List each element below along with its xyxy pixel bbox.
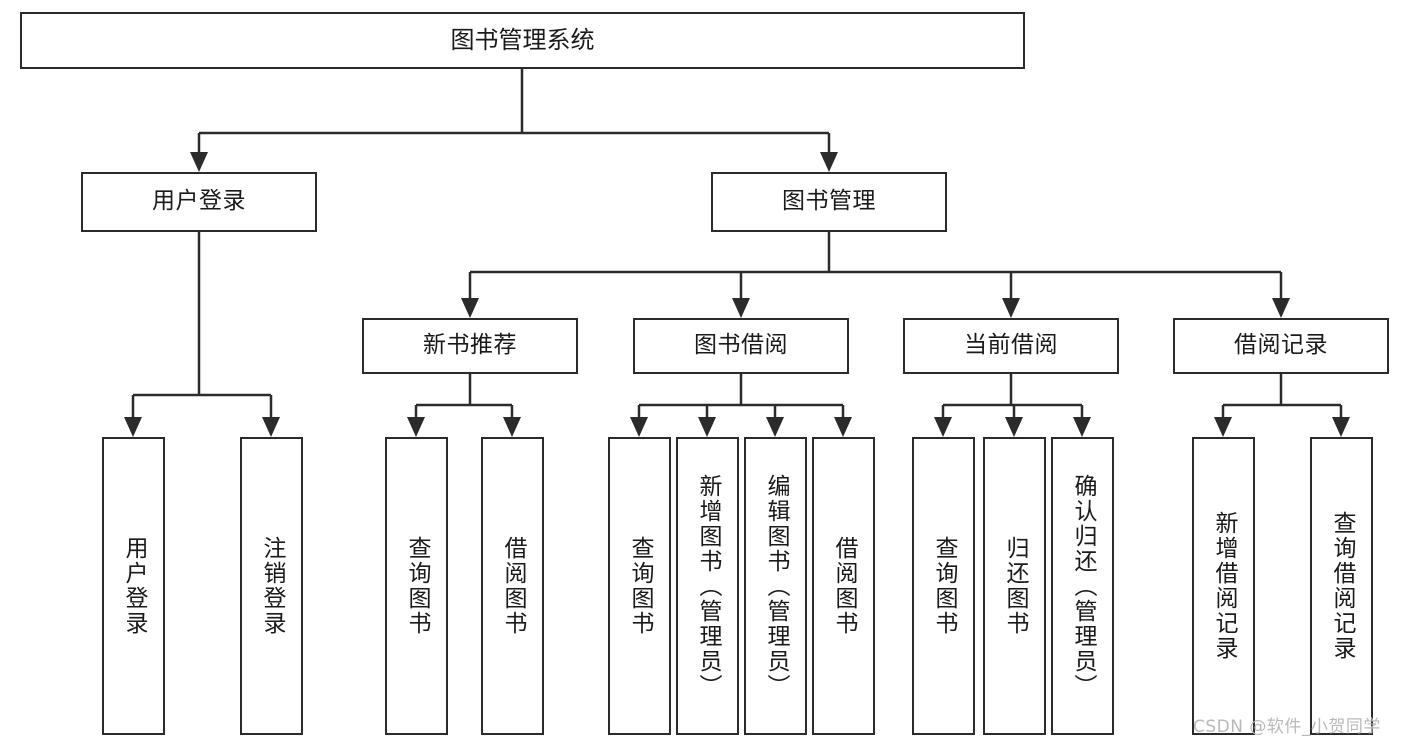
- node-leaf-query-book-3-label: 查询图书: [930, 536, 957, 636]
- node-leaf-query-book-2-label: 查询图书: [626, 536, 653, 636]
- node-book-borrow[interactable]: 图书借阅: [633, 318, 849, 374]
- node-root-label: 图书管理系统: [450, 26, 595, 55]
- node-leaf-edit-book-label: 编辑图书（管理员）: [762, 473, 789, 699]
- node-leaf-add-book-label: 新增图书（管理员）: [694, 473, 721, 699]
- node-leaf-edit-book[interactable]: 编辑图书（管理员）: [744, 437, 807, 735]
- node-user-login-label: 用户登录: [152, 188, 246, 215]
- node-leaf-borrow-book-1-label: 借阅图书: [499, 536, 526, 636]
- node-leaf-add-book[interactable]: 新增图书（管理员）: [676, 437, 739, 735]
- node-root[interactable]: 图书管理系统: [20, 12, 1025, 69]
- node-leaf-add-record-label: 新增借阅记录: [1210, 511, 1237, 661]
- node-leaf-borrow-book-2[interactable]: 借阅图书: [812, 437, 875, 735]
- node-leaf-return-book-label: 归还图书: [1001, 536, 1028, 636]
- node-leaf-confirm-return[interactable]: 确认归还（管理员）: [1051, 437, 1114, 735]
- node-leaf-add-record[interactable]: 新增借阅记录: [1192, 437, 1255, 735]
- node-current-borrow[interactable]: 当前借阅: [903, 318, 1119, 374]
- node-leaf-borrow-book-1[interactable]: 借阅图书: [481, 437, 544, 735]
- node-leaf-query-book-1-label: 查询图书: [403, 536, 430, 636]
- node-leaf-confirm-return-label: 确认归还（管理员）: [1069, 473, 1096, 699]
- node-new-book-recommend-label: 新书推荐: [423, 332, 517, 359]
- node-leaf-logout-label: 注销登录: [258, 536, 285, 636]
- node-new-book-recommend[interactable]: 新书推荐: [362, 318, 578, 374]
- node-current-borrow-label: 当前借阅: [964, 332, 1058, 359]
- node-leaf-logout[interactable]: 注销登录: [240, 437, 303, 735]
- node-book-manage[interactable]: 图书管理: [711, 172, 947, 232]
- node-user-login[interactable]: 用户登录: [81, 172, 317, 232]
- node-book-borrow-label: 图书借阅: [694, 332, 788, 359]
- node-borrow-record-label: 借阅记录: [1234, 332, 1328, 359]
- node-leaf-query-book-1[interactable]: 查询图书: [385, 437, 448, 735]
- node-leaf-user-login-label: 用户登录: [120, 536, 147, 636]
- node-leaf-return-book[interactable]: 归还图书: [983, 437, 1046, 735]
- node-leaf-query-record[interactable]: 查询借阅记录: [1310, 437, 1373, 735]
- node-leaf-user-login[interactable]: 用户登录: [102, 437, 165, 735]
- node-leaf-query-record-label: 查询借阅记录: [1328, 511, 1355, 661]
- node-borrow-record[interactable]: 借阅记录: [1173, 318, 1389, 374]
- node-leaf-query-book-3[interactable]: 查询图书: [912, 437, 975, 735]
- node-leaf-borrow-book-2-label: 借阅图书: [830, 536, 857, 636]
- node-leaf-query-book-2[interactable]: 查询图书: [608, 437, 671, 735]
- node-book-manage-label: 图书管理: [782, 188, 876, 215]
